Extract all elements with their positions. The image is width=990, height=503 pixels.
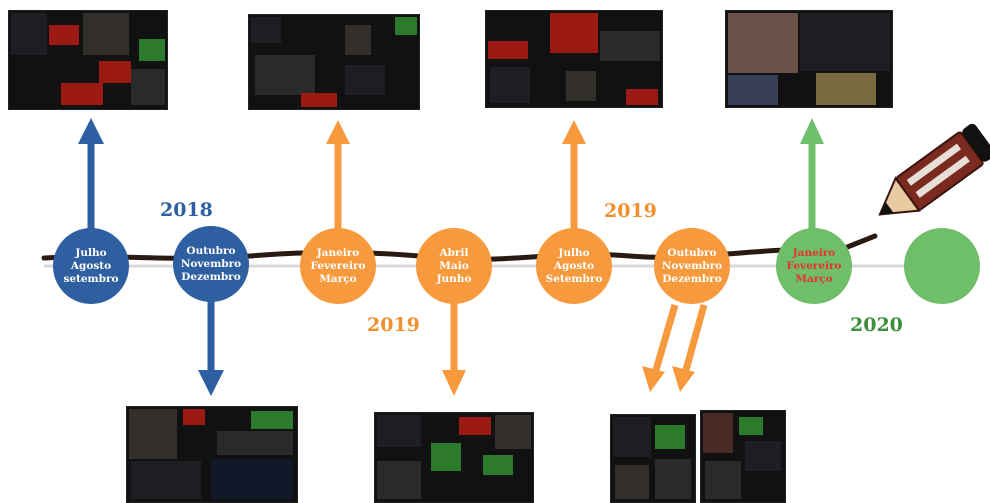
photo-collage-jul-sep-2019 (485, 10, 663, 108)
arrow-down-2 (198, 300, 224, 396)
arrow-up-5 (562, 120, 586, 232)
node-line: Agosto (70, 259, 112, 272)
node-line: Dezembro (662, 272, 722, 285)
node-line: Julho (75, 246, 107, 259)
node-line: Abril (439, 246, 469, 259)
node-line: Março (795, 272, 833, 285)
node-line: Julho (558, 246, 590, 259)
node-line: Agosto (553, 259, 595, 272)
arrow-up-3 (326, 120, 350, 232)
node-line: Fevereiro (310, 259, 366, 272)
photo-collage-jan-mar-2019 (248, 14, 420, 110)
timeline-node-jul-sep-2019: Julho Agosto Setembro (536, 228, 612, 304)
year-label-2019-top: 2019 (604, 200, 657, 222)
node-line: Outubro (186, 244, 236, 257)
timeline-node-apr-jun-2019: Abril Maio Junho (416, 228, 492, 304)
photo-collage-jul-sep-2018 (8, 10, 168, 110)
timeline-node-jan-mar-2020: Janeiro Fevereiro Março (776, 228, 852, 304)
photo-collage-jan-mar-2020 (725, 10, 893, 108)
node-line: Setembro (545, 272, 603, 285)
node-line: Novembro (661, 259, 723, 272)
node-line: setembro (63, 272, 119, 285)
node-line: Junho (436, 272, 472, 285)
timeline-node-future (904, 228, 980, 304)
photo-collage-oct-dec-2019-a (610, 414, 696, 503)
arrow-up-7 (800, 118, 824, 232)
timeline-node-jul-sep-2018: Julho Agosto setembro (53, 228, 129, 304)
node-line: Janeiro (792, 246, 836, 259)
timeline-node-oct-dec-2019: Outubro Novembro Dezembro (654, 228, 730, 304)
year-label-2018: 2018 (160, 199, 213, 221)
node-line: Fevereiro (786, 259, 842, 272)
timeline-node-oct-dec-2018: Outubro Novembro Dezembro (173, 226, 249, 302)
arrow-down-4 (442, 300, 466, 396)
photo-collage-oct-dec-2019-b (700, 410, 786, 503)
node-line: Março (319, 272, 357, 285)
arrow-down-6b (672, 304, 708, 392)
timeline-node-jan-mar-2019: Janeiro Fevereiro Março (300, 228, 376, 304)
photo-collage-apr-jun-2019 (374, 412, 534, 503)
node-line: Janeiro (316, 246, 360, 259)
node-line: Novembro (180, 257, 242, 270)
pencil-icon (878, 123, 990, 216)
year-label-2020: 2020 (850, 314, 903, 336)
node-line: Dezembro (181, 270, 241, 283)
arrow-down-6a (642, 304, 679, 392)
node-line: Outubro (667, 246, 717, 259)
arrow-up-1 (78, 118, 104, 232)
node-line: Maio (439, 259, 469, 272)
year-label-2019-bottom: 2019 (367, 314, 420, 336)
photo-collage-oct-dec-2018 (126, 406, 298, 503)
